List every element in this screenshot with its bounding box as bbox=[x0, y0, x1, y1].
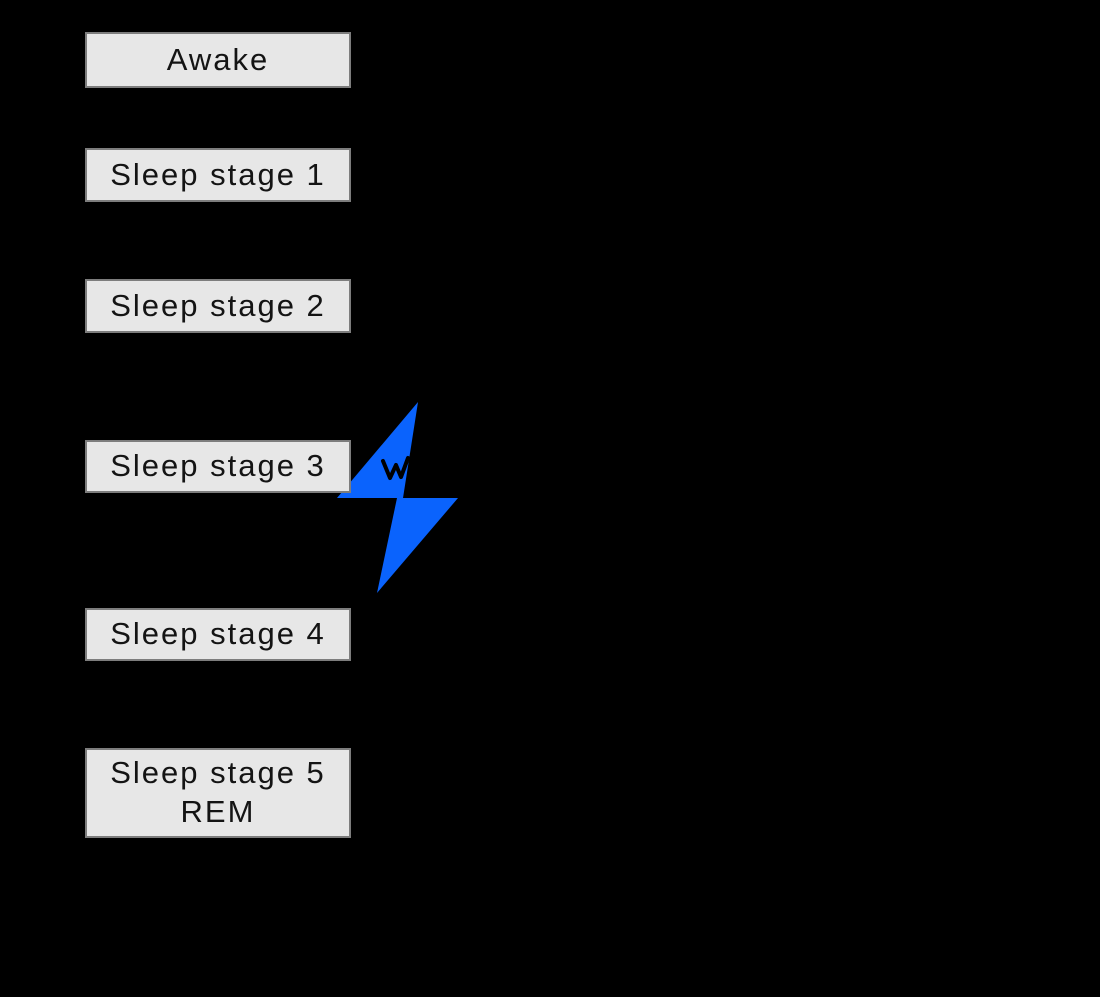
stage-box-sleep-stage-5-rem: Sleep stage 5 REM bbox=[85, 748, 351, 838]
eeg-wave-squiggle-icon bbox=[381, 456, 410, 480]
stage-label: Sleep stage 5 bbox=[110, 755, 326, 791]
stage-label: Sleep stage 2 bbox=[110, 287, 326, 323]
stage-sublabel: REM bbox=[180, 794, 256, 829]
stage-box-sleep-stage-4: Sleep stage 4 bbox=[85, 608, 351, 661]
stage-box-sleep-stage-2: Sleep stage 2 bbox=[85, 279, 351, 333]
stage-box-sleep-stage-1: Sleep stage 1 bbox=[85, 148, 351, 202]
stage-box-awake: Awake bbox=[85, 32, 351, 88]
stage-label: Sleep stage 1 bbox=[110, 156, 326, 192]
stage-label: Sleep stage 4 bbox=[110, 616, 326, 652]
stage-box-sleep-stage-3: Sleep stage 3 bbox=[85, 440, 351, 493]
stage-label: Sleep stage 3 bbox=[110, 448, 326, 484]
lightning-bolt-icon bbox=[337, 402, 458, 593]
lightning-bolt-lower-half bbox=[377, 498, 458, 593]
stage-label: Awake bbox=[166, 41, 270, 77]
